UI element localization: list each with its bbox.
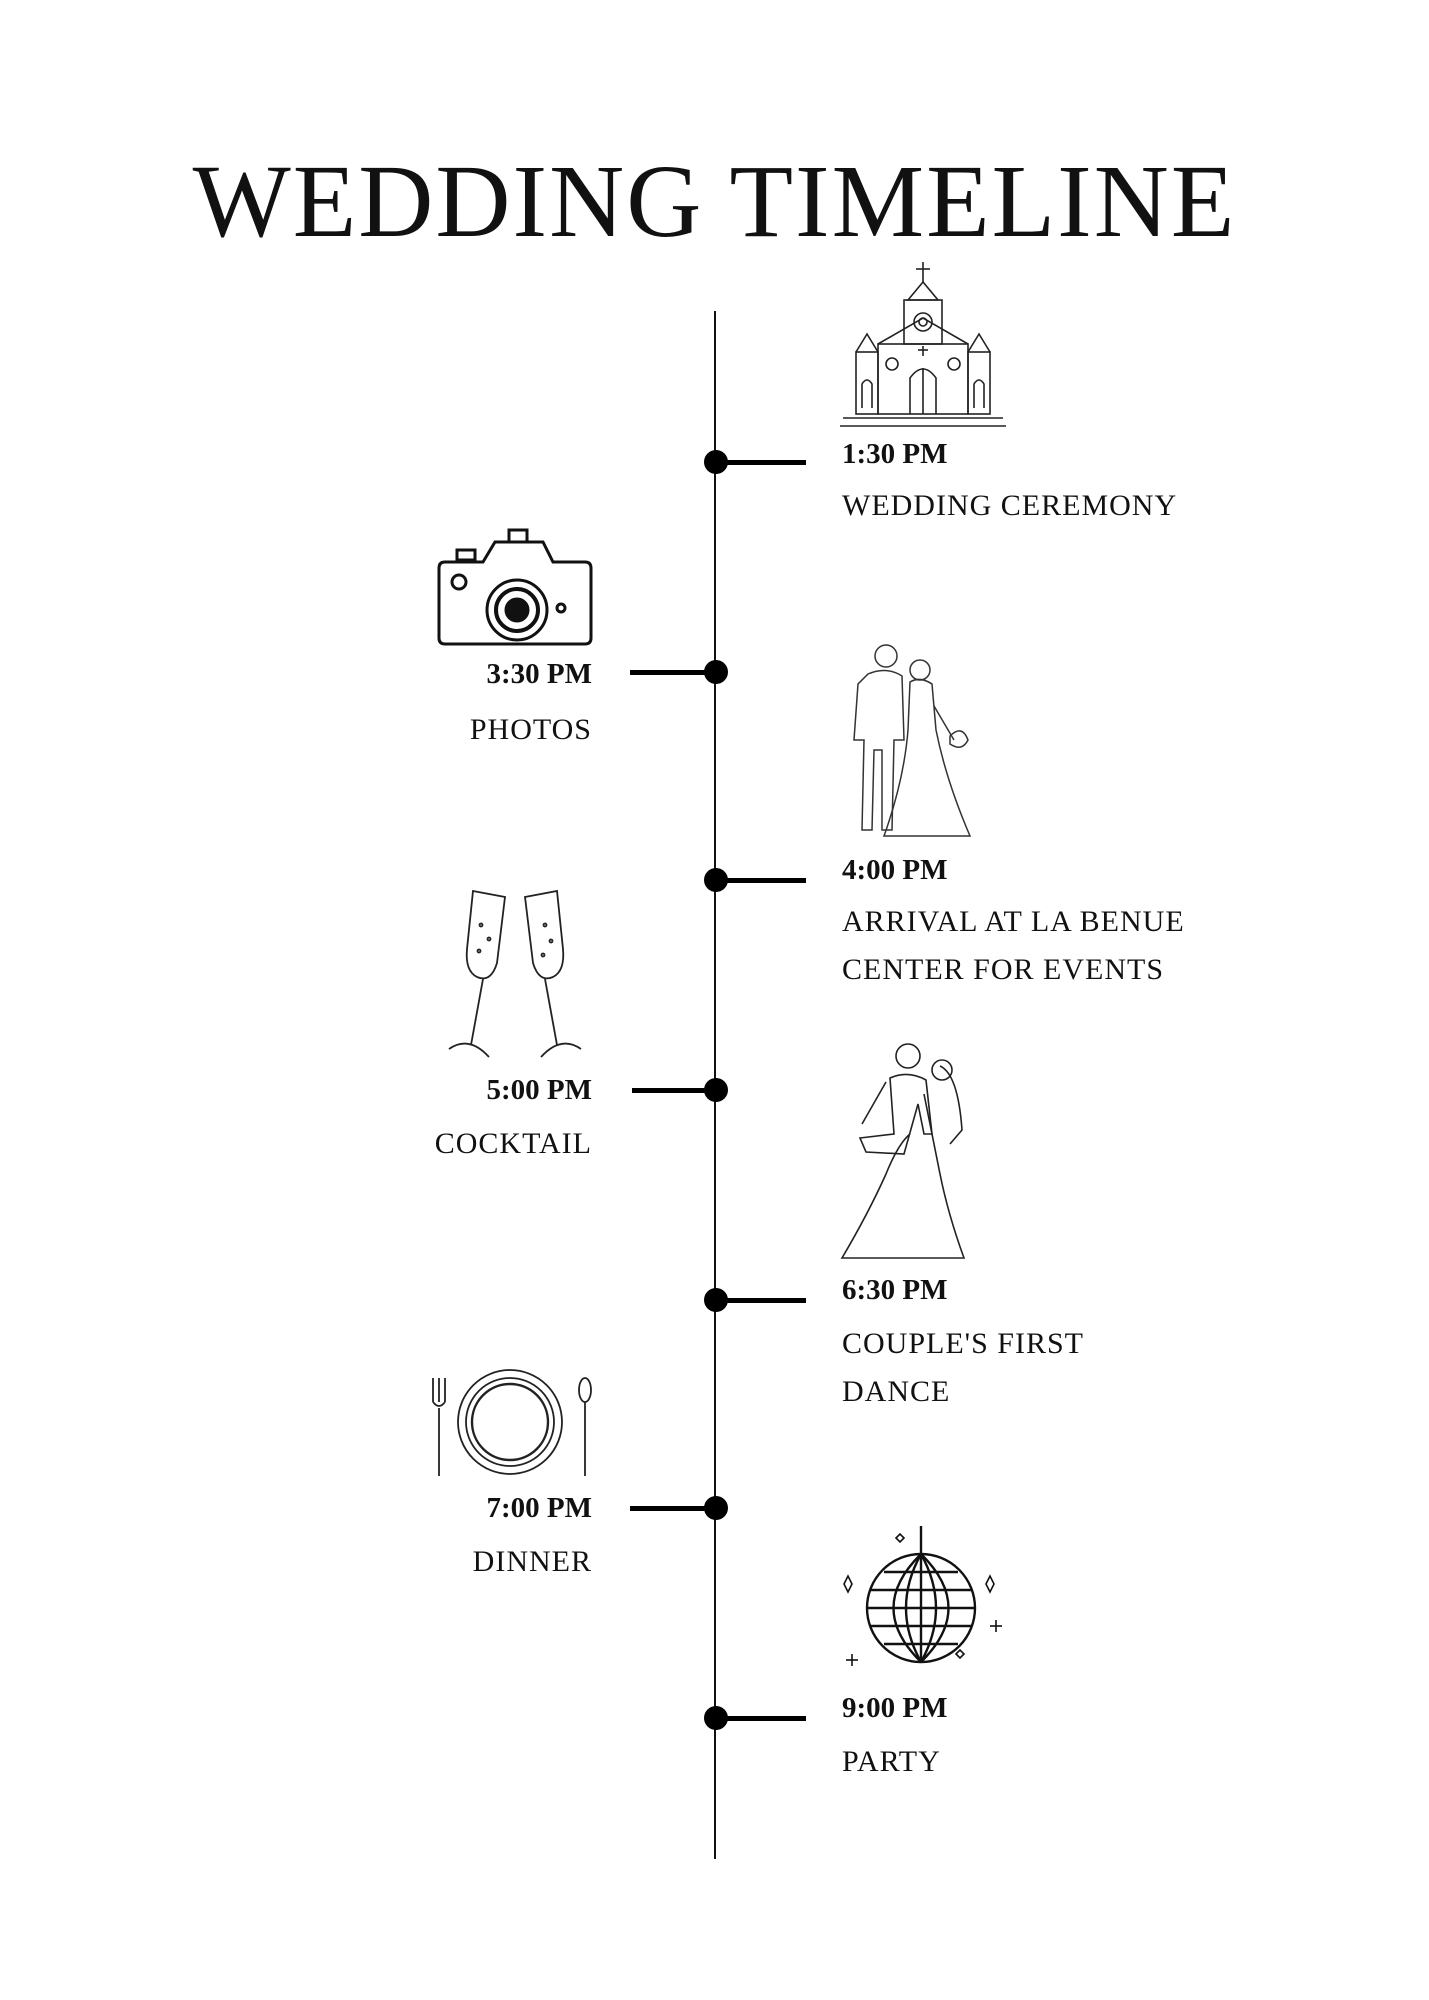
timeline-connector (716, 1298, 806, 1303)
event-time: 7:00 PM (486, 1492, 593, 1524)
event-label: COCKTAIL (434, 1127, 592, 1160)
timeline-connector (630, 1506, 716, 1511)
timeline-connector (630, 670, 716, 675)
page-title: WEDDING TIMELINE (192, 144, 1237, 259)
timeline-connector (716, 878, 806, 883)
event-time: 5:00 PM (486, 1074, 593, 1106)
plate-cutlery-icon (425, 1364, 595, 1484)
event-label: ARRIVAL AT LA BENUE CENTER FOR EVENTS (842, 905, 1185, 986)
dancing-couple-icon (838, 1034, 978, 1264)
event-label: PHOTOS (469, 713, 592, 746)
event-label: WEDDING CEREMONY (842, 489, 1178, 522)
timeline-connector (716, 460, 806, 465)
event-label: DINNER (472, 1545, 592, 1578)
event-time: 3:30 PM (486, 658, 593, 690)
camera-icon (435, 528, 595, 648)
champagne-glasses-icon (445, 885, 585, 1065)
event-time: 4:00 PM (842, 854, 948, 886)
disco-ball-icon (836, 1524, 1006, 1674)
event-label: PARTY (842, 1745, 941, 1778)
event-time: 9:00 PM (842, 1692, 948, 1724)
event-label: COUPLE'S FIRST DANCE (842, 1327, 1084, 1408)
timeline-connector (632, 1088, 716, 1093)
couple-icon (838, 640, 978, 840)
event-time: 6:30 PM (842, 1274, 948, 1306)
timeline-connector (716, 1716, 806, 1721)
event-time: 1:30 PM (842, 438, 948, 470)
church-icon (838, 260, 1008, 430)
